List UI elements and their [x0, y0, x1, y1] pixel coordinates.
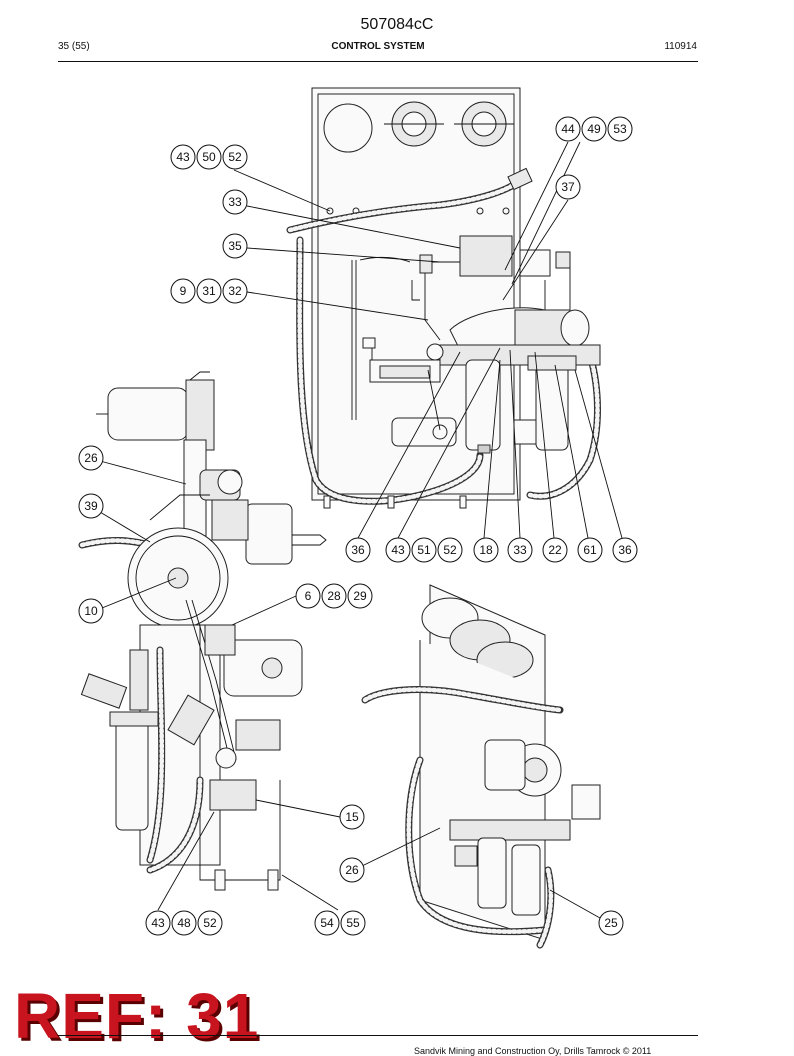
callout-label: 25 — [604, 916, 618, 930]
callout-label: 50 — [202, 150, 216, 164]
filter-bowl-left — [115, 719, 149, 831]
callout-label: 6 — [305, 589, 312, 603]
callout-44-49-53: 44 49 53 — [555, 116, 633, 142]
callout-22: 22 — [542, 537, 568, 563]
callout-label: 31 — [202, 284, 216, 298]
callout-label: 22 — [548, 543, 562, 557]
callout-26-right: 26 — [339, 857, 365, 883]
callout-label: 33 — [513, 543, 527, 557]
left-assembly-view — [78, 371, 327, 891]
gauge-left — [323, 103, 373, 153]
callout-39: 39 — [78, 493, 104, 519]
callout-label: 29 — [353, 589, 367, 603]
callout-label: 18 — [479, 543, 493, 557]
callout-10: 10 — [78, 598, 104, 624]
callout-label: 55 — [346, 916, 360, 930]
callout-label: 52 — [443, 543, 457, 557]
callout-43-51-52: 43 51 52 — [385, 537, 463, 563]
section-title: CONTROL SYSTEM — [331, 41, 425, 52]
callout-label: 36 — [618, 543, 632, 557]
header-rule — [58, 61, 698, 62]
callout-label: 54 — [320, 916, 334, 930]
callout-label: 15 — [345, 810, 359, 824]
callout-label: 28 — [327, 589, 341, 603]
ref-label: REF: 31 — [14, 980, 260, 1052]
callout-label: 48 — [177, 916, 191, 930]
callout-label: 32 — [228, 284, 242, 298]
document-id: 507084cC — [360, 16, 434, 33]
callout-label: 10 — [84, 604, 98, 618]
callout-label: 35 — [228, 239, 242, 253]
callout-54-55: 54 55 — [314, 910, 366, 936]
callout-9-31-32: 9 31 32 — [170, 278, 248, 304]
filter-bowl-1 — [465, 359, 501, 451]
callout-26-left: 26 — [78, 445, 104, 471]
callout-label: 26 — [345, 863, 359, 877]
callout-6-28-29: 6 28 29 — [295, 583, 373, 609]
callout-label: 26 — [84, 451, 98, 465]
callout-label: 51 — [417, 543, 431, 557]
iso-filter-2 — [511, 844, 541, 916]
footer-copyright: Sandvik Mining and Construction Oy, Dril… — [414, 1046, 652, 1056]
callout-label: 43 — [176, 150, 190, 164]
manifold-block — [209, 779, 257, 811]
cylinder-top — [107, 387, 189, 441]
callout-61: 61 — [577, 537, 603, 563]
valve-block — [459, 235, 513, 277]
callout-15: 15 — [339, 804, 365, 830]
callout-label: 36 — [351, 543, 365, 557]
document-code: 110914 — [664, 41, 697, 52]
callout-label: 43 — [151, 916, 165, 930]
callout-36-right: 36 — [612, 537, 638, 563]
page-number: 35 (55) — [58, 41, 90, 52]
callout-label: 39 — [84, 499, 98, 513]
callout-label: 49 — [587, 122, 601, 136]
callout-label: 43 — [391, 543, 405, 557]
callout-label: 9 — [180, 284, 187, 298]
top-assembly-view — [286, 87, 601, 509]
footer-rule — [58, 1035, 698, 1036]
callout-label: 52 — [203, 916, 217, 930]
callout-label: 53 — [613, 122, 627, 136]
iso-assembly-view — [361, 584, 601, 949]
callout-label: 33 — [228, 195, 242, 209]
callout-43-48-52: 43 48 52 — [145, 910, 223, 936]
lower-bracket — [139, 624, 221, 866]
solenoid-box — [245, 503, 293, 565]
callout-label: 61 — [583, 543, 597, 557]
callout-33-top: 33 — [222, 189, 248, 215]
callout-43-50-52: 43 50 52 — [170, 144, 248, 170]
callout-18: 18 — [473, 537, 499, 563]
callout-35: 35 — [222, 233, 248, 259]
iso-filter-1 — [477, 837, 507, 909]
callout-36-left: 36 — [345, 537, 371, 563]
callout-37: 37 — [555, 174, 581, 200]
callout-label: 44 — [561, 122, 575, 136]
callout-25: 25 — [598, 910, 624, 936]
callout-label: 37 — [561, 180, 575, 194]
leader-lines — [99, 141, 623, 919]
callout-33-bottom: 33 — [507, 537, 533, 563]
callout-label: 52 — [228, 150, 242, 164]
